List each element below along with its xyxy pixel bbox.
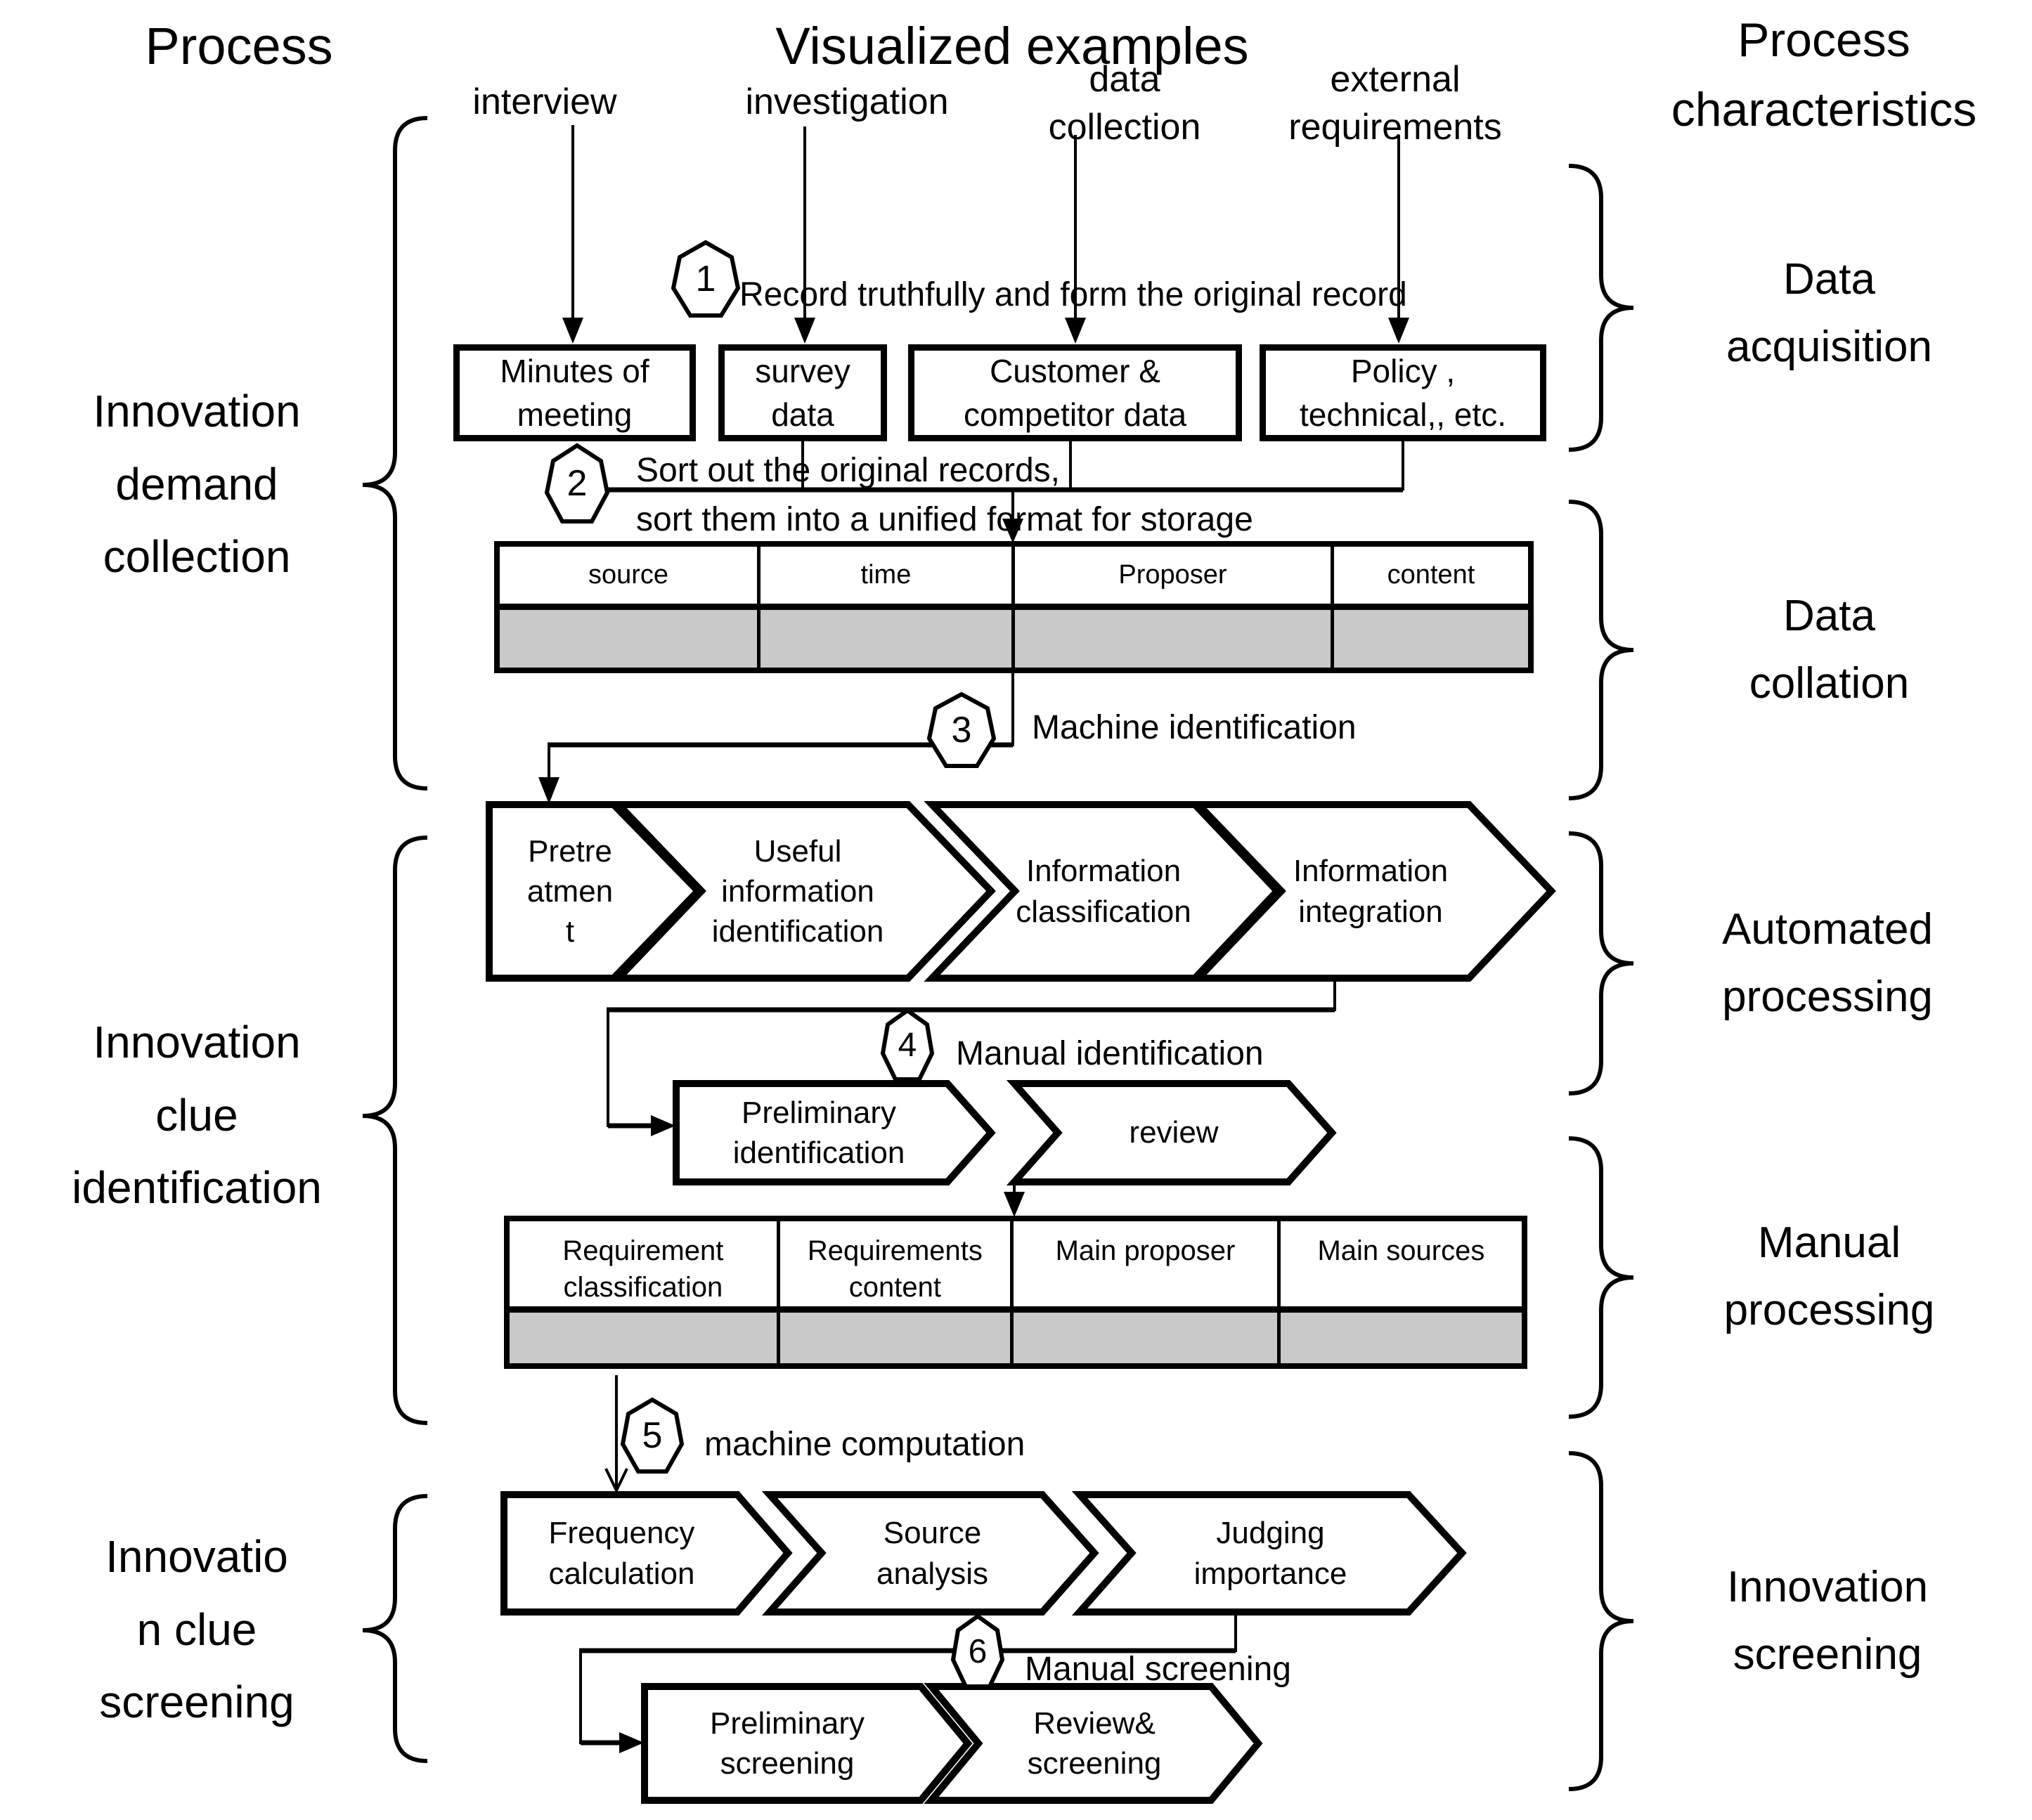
right-brace-manual-processing: [1568, 1136, 1634, 1419]
table1-empty-cell: [1014, 610, 1335, 668]
stage-label-innovation-demand-collection: Innovation demand collection: [93, 386, 301, 583]
chevron-label-useful-information: Useful information identification: [711, 833, 884, 949]
chevron-label-information-integration: Information integration: [1293, 854, 1449, 929]
step-4-marker: [880, 1008, 935, 1081]
chevron-useful-information: [610, 801, 996, 982]
table1-empty-cell: [1334, 610, 1528, 668]
step-5-annotation: machine computation: [704, 1426, 1025, 1463]
right-brace-data-collation: [1568, 500, 1634, 800]
chevron-review-screening: [924, 1683, 1263, 1804]
chevron-label-review: review: [1129, 1115, 1219, 1150]
column-header-visualized-examples: Visualized examples: [775, 17, 1249, 75]
chevron-judging-importance: [1071, 1491, 1467, 1616]
chevron-label-information-classification: Information classification: [1016, 854, 1191, 929]
step-3-number: 3: [951, 710, 972, 750]
record-box-policy-technical: Policy , technical,, etc.: [1260, 344, 1546, 441]
open-arrowhead: [604, 1468, 628, 1494]
step-6-marker: [950, 1613, 1005, 1689]
record-box-survey-data: survey data: [718, 344, 887, 441]
right-brace-automated-processing: [1568, 831, 1634, 1096]
step-4-annotation: Manual identification: [956, 1035, 1264, 1072]
source-label-investigation: investigation: [745, 82, 949, 122]
step-3-marker: [926, 691, 997, 768]
step-2-annotation-line1: Sort out the original records,: [636, 452, 1060, 489]
stage-label-innovation-clue-identification: Innovation clue identification: [72, 1017, 322, 1214]
table2-header-requirement-classification: Requirement classification: [510, 1221, 780, 1313]
step-1-number: 1: [695, 259, 716, 299]
chevron-label-judging-importance: Judging importance: [1193, 1516, 1347, 1591]
step-1-annotation: Record truthfully and form the original …: [739, 276, 1407, 313]
chevron-review: [1006, 1080, 1337, 1185]
right-brace-innovation-screening: [1568, 1451, 1634, 1791]
chevron-label-preliminary-identification: Preliminary identification: [732, 1095, 905, 1170]
arrowhead: [1002, 519, 1023, 543]
table2-empty-cell: [1014, 1313, 1281, 1363]
characteristic-label-data-acquisition: Data acquisition: [1726, 255, 1932, 372]
left-brace-clue-identification: [362, 836, 428, 1425]
step-2-marker: [544, 443, 610, 524]
column-header-process-characteristics: Process characteristics: [1671, 13, 1977, 136]
right-brace-data-acquisition: [1568, 164, 1634, 452]
chevron-label-preliminary-screening: Preliminary screening: [709, 1705, 865, 1781]
table1-empty-cell: [500, 610, 761, 668]
step-2-number: 2: [567, 463, 588, 504]
requirements-table: Requirement classification Requirements …: [504, 1216, 1527, 1369]
table2-empty-cell: [779, 1313, 1014, 1363]
record-box-customer-competitor-data: Customer & competitor data: [908, 344, 1242, 441]
arrowhead: [1004, 1192, 1025, 1217]
characteristic-label-manual-processing: Manual processing: [1723, 1218, 1935, 1335]
step-5-marker: [620, 1397, 685, 1474]
step-6-number: 6: [968, 1632, 988, 1670]
table2-empty-cell: [1280, 1313, 1522, 1363]
table1-empty-cell: [760, 610, 1015, 668]
arrowhead: [562, 318, 583, 344]
left-brace-clue-screening: [362, 1494, 428, 1763]
chevron-information-integration: [1190, 801, 1556, 982]
chevron-frequency-calculation: [500, 1491, 793, 1616]
process-chevrons: [486, 801, 1556, 1804]
chevron-source-analysis: [761, 1491, 1099, 1616]
characteristic-label-automated-processing: Automated processing: [1722, 905, 1933, 1022]
storage-format-table: source time Proposer content: [494, 541, 1534, 673]
connector-arrows: [538, 125, 1409, 1753]
source-label-interview: interview: [472, 82, 617, 122]
arrowhead: [794, 318, 815, 344]
table2-empty-cell: [510, 1313, 780, 1363]
arrowhead: [651, 1115, 675, 1136]
table1-header-proposer: Proposer: [1014, 547, 1335, 610]
record-box-minutes-of-meeting: Minutes of meeting: [453, 344, 696, 441]
left-brace-demand-collection: [362, 116, 428, 791]
table2-header-main-proposer: Main proposer: [1014, 1221, 1281, 1313]
characteristic-label-innovation-screening: Innovation screening: [1726, 1563, 1929, 1679]
characteristic-label-data-collation: Data collation: [1749, 592, 1910, 708]
chevron-label-source-analysis: Source analysis: [876, 1516, 988, 1591]
arrowhead: [538, 777, 559, 804]
chevron-preliminary-screening: [641, 1683, 973, 1804]
braces: [362, 116, 1634, 1791]
chevron-label-review-screening: Review& screening: [1027, 1705, 1162, 1781]
step-markers: [544, 240, 1005, 1689]
column-header-process: Process: [145, 17, 333, 75]
step-3-annotation: Machine identification: [1032, 709, 1357, 746]
step-4-number: 4: [898, 1026, 917, 1064]
table2-header-requirements-content: Requirements content: [779, 1221, 1014, 1313]
source-label-data-collection: data collection: [1048, 59, 1201, 148]
chevron-label-pretreatment: Pretre atmen t: [526, 833, 614, 949]
step-5-number: 5: [642, 1415, 663, 1456]
step-1-marker: [671, 240, 741, 318]
chevron-label-frequency-calculation: Frequency calculation: [548, 1516, 695, 1591]
table1-header-content: content: [1334, 547, 1528, 610]
stage-label-innovation-clue-screening: Innovatio n clue screening: [99, 1531, 295, 1728]
arrowhead: [1388, 318, 1409, 344]
table1-header-source: source: [500, 547, 761, 610]
table1-header-time: time: [760, 547, 1015, 610]
arrowhead: [1065, 318, 1086, 344]
step-2-annotation-line2: sort them into a unified format for stor…: [636, 501, 1253, 538]
step-6-annotation: Manual screening: [1025, 1651, 1291, 1688]
table2-header-main-sources: Main sources: [1280, 1221, 1522, 1313]
chevron-preliminary-identification: [673, 1080, 996, 1185]
source-label-external-requirements: external requirements: [1288, 59, 1502, 148]
arrowhead: [619, 1732, 644, 1753]
